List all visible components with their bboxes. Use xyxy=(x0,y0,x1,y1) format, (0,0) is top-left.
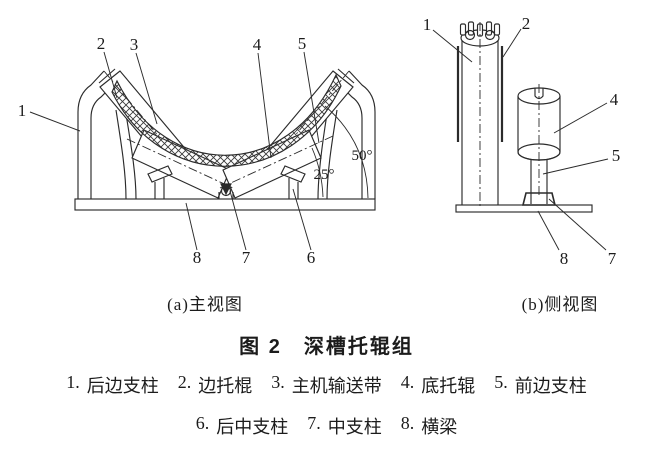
front-callout-7: 7 xyxy=(242,248,251,267)
front-view-drawing: 1 2 3 4 5 6 7 8 50° 25° xyxy=(18,34,376,267)
legend-label: 边托棍 xyxy=(198,376,253,396)
legend-item-7: 7. 中支柱 xyxy=(307,413,382,439)
angle-label-25: 25° xyxy=(314,167,335,183)
legend-num: 8. xyxy=(400,413,415,433)
legend-num: 6. xyxy=(195,413,210,433)
legend-num: 1. xyxy=(66,372,80,392)
front-center-wedge xyxy=(220,183,232,196)
side-callout-8: 8 xyxy=(560,249,569,268)
side-view-caption: (b)侧视图 xyxy=(521,295,599,314)
legend-label: 主机输送带 xyxy=(291,376,382,396)
legend-item-3: 3. 主机输送带 xyxy=(271,372,382,398)
front-right-bracket-outer xyxy=(348,70,376,199)
front-center-post xyxy=(218,192,234,199)
side-roller-top-notch xyxy=(534,88,544,100)
front-callout-5: 5 xyxy=(298,34,307,53)
front-belt-band xyxy=(111,73,342,167)
front-callout-4: 4 xyxy=(253,35,262,54)
legend-label: 中支柱 xyxy=(327,417,382,437)
front-cross-beam xyxy=(74,198,376,211)
legend-label: 底托辊 xyxy=(421,376,476,396)
front-left-shaft-tick xyxy=(98,68,116,84)
front-right-bracket-inner xyxy=(339,84,363,199)
side-callout-7: 7 xyxy=(608,249,617,268)
front-left-bracket-inner xyxy=(90,84,114,199)
legend-row-2: 6. 后中支柱 7. 中支柱 8. 横梁 xyxy=(0,413,653,439)
front-bottom-roller-right-axis xyxy=(219,135,334,189)
legend-num: 7. xyxy=(307,413,321,433)
legend-item-2: 2. 边托棍 xyxy=(178,372,253,398)
front-leader-lines xyxy=(29,51,320,251)
legend-num: 4. xyxy=(400,372,415,392)
legend-label: 后边支柱 xyxy=(86,376,159,396)
legend-num: 3. xyxy=(271,372,285,392)
side-post-top-prongs xyxy=(459,21,501,37)
front-left-middle-post-bracket xyxy=(147,165,173,183)
side-callout-1: 1 xyxy=(423,15,432,34)
legend-item-6: 6. 后中支柱 xyxy=(196,413,289,439)
legend-num: 5. xyxy=(494,372,508,392)
legend-item-4: 4. 底托辊 xyxy=(401,372,476,398)
side-cross-beam xyxy=(455,204,593,213)
front-right-middle-post-bracket xyxy=(280,165,306,183)
front-callout-6: 6 xyxy=(307,248,316,267)
legend-item-8: 8. 横梁 xyxy=(401,413,458,439)
figure-title: 图 2 深槽托辊组 xyxy=(239,336,414,358)
legend-label: 横梁 xyxy=(421,417,458,437)
legend-row-1: 1. 后边支柱 2. 边托棍 3. 主机输送带 4. 底托辊 5. 前边支柱 xyxy=(0,372,653,398)
side-post-hole-left xyxy=(464,29,476,41)
front-bottom-roller-left-axis xyxy=(126,138,234,189)
side-callout-2: 2 xyxy=(522,14,531,33)
angle-arc-50 xyxy=(324,105,369,199)
front-right-bracket-leg xyxy=(326,109,338,200)
side-short-post xyxy=(530,160,548,204)
legend-item-5: 5. 前边支柱 xyxy=(494,372,587,398)
technical-drawing: 1 2 3 4 5 6 7 8 50° 25° xyxy=(18,14,621,268)
front-left-middle-post xyxy=(154,178,165,199)
side-callout-4: 4 xyxy=(610,90,619,109)
front-callout-2: 2 xyxy=(97,34,106,53)
legend-label: 前边支柱 xyxy=(514,376,587,396)
side-post-hole-right xyxy=(484,29,496,41)
side-callout-5: 5 xyxy=(612,146,621,165)
front-right-middle-post xyxy=(288,178,299,199)
front-callout-1: 1 xyxy=(18,101,27,120)
front-left-bracket-leg xyxy=(115,109,127,200)
side-view-drawing: 1 2 4 5 7 8 xyxy=(423,14,621,268)
legend-item-1: 1. 后边支柱 xyxy=(66,372,159,398)
front-left-bracket-outer xyxy=(77,70,105,199)
side-tall-post xyxy=(461,38,499,205)
legend-num: 2. xyxy=(177,372,192,392)
front-callout-8: 8 xyxy=(193,248,202,267)
angle-label-50: 50° xyxy=(352,148,373,164)
front-view-caption: (a)主视图 xyxy=(167,295,243,314)
legend-label: 后中支柱 xyxy=(216,417,289,437)
front-callout-3: 3 xyxy=(130,35,139,54)
side-roller-edge-lines xyxy=(456,46,504,142)
side-leader-lines xyxy=(432,28,609,251)
angle-arc-25 xyxy=(311,147,324,198)
front-right-shaft-tick xyxy=(337,68,355,84)
